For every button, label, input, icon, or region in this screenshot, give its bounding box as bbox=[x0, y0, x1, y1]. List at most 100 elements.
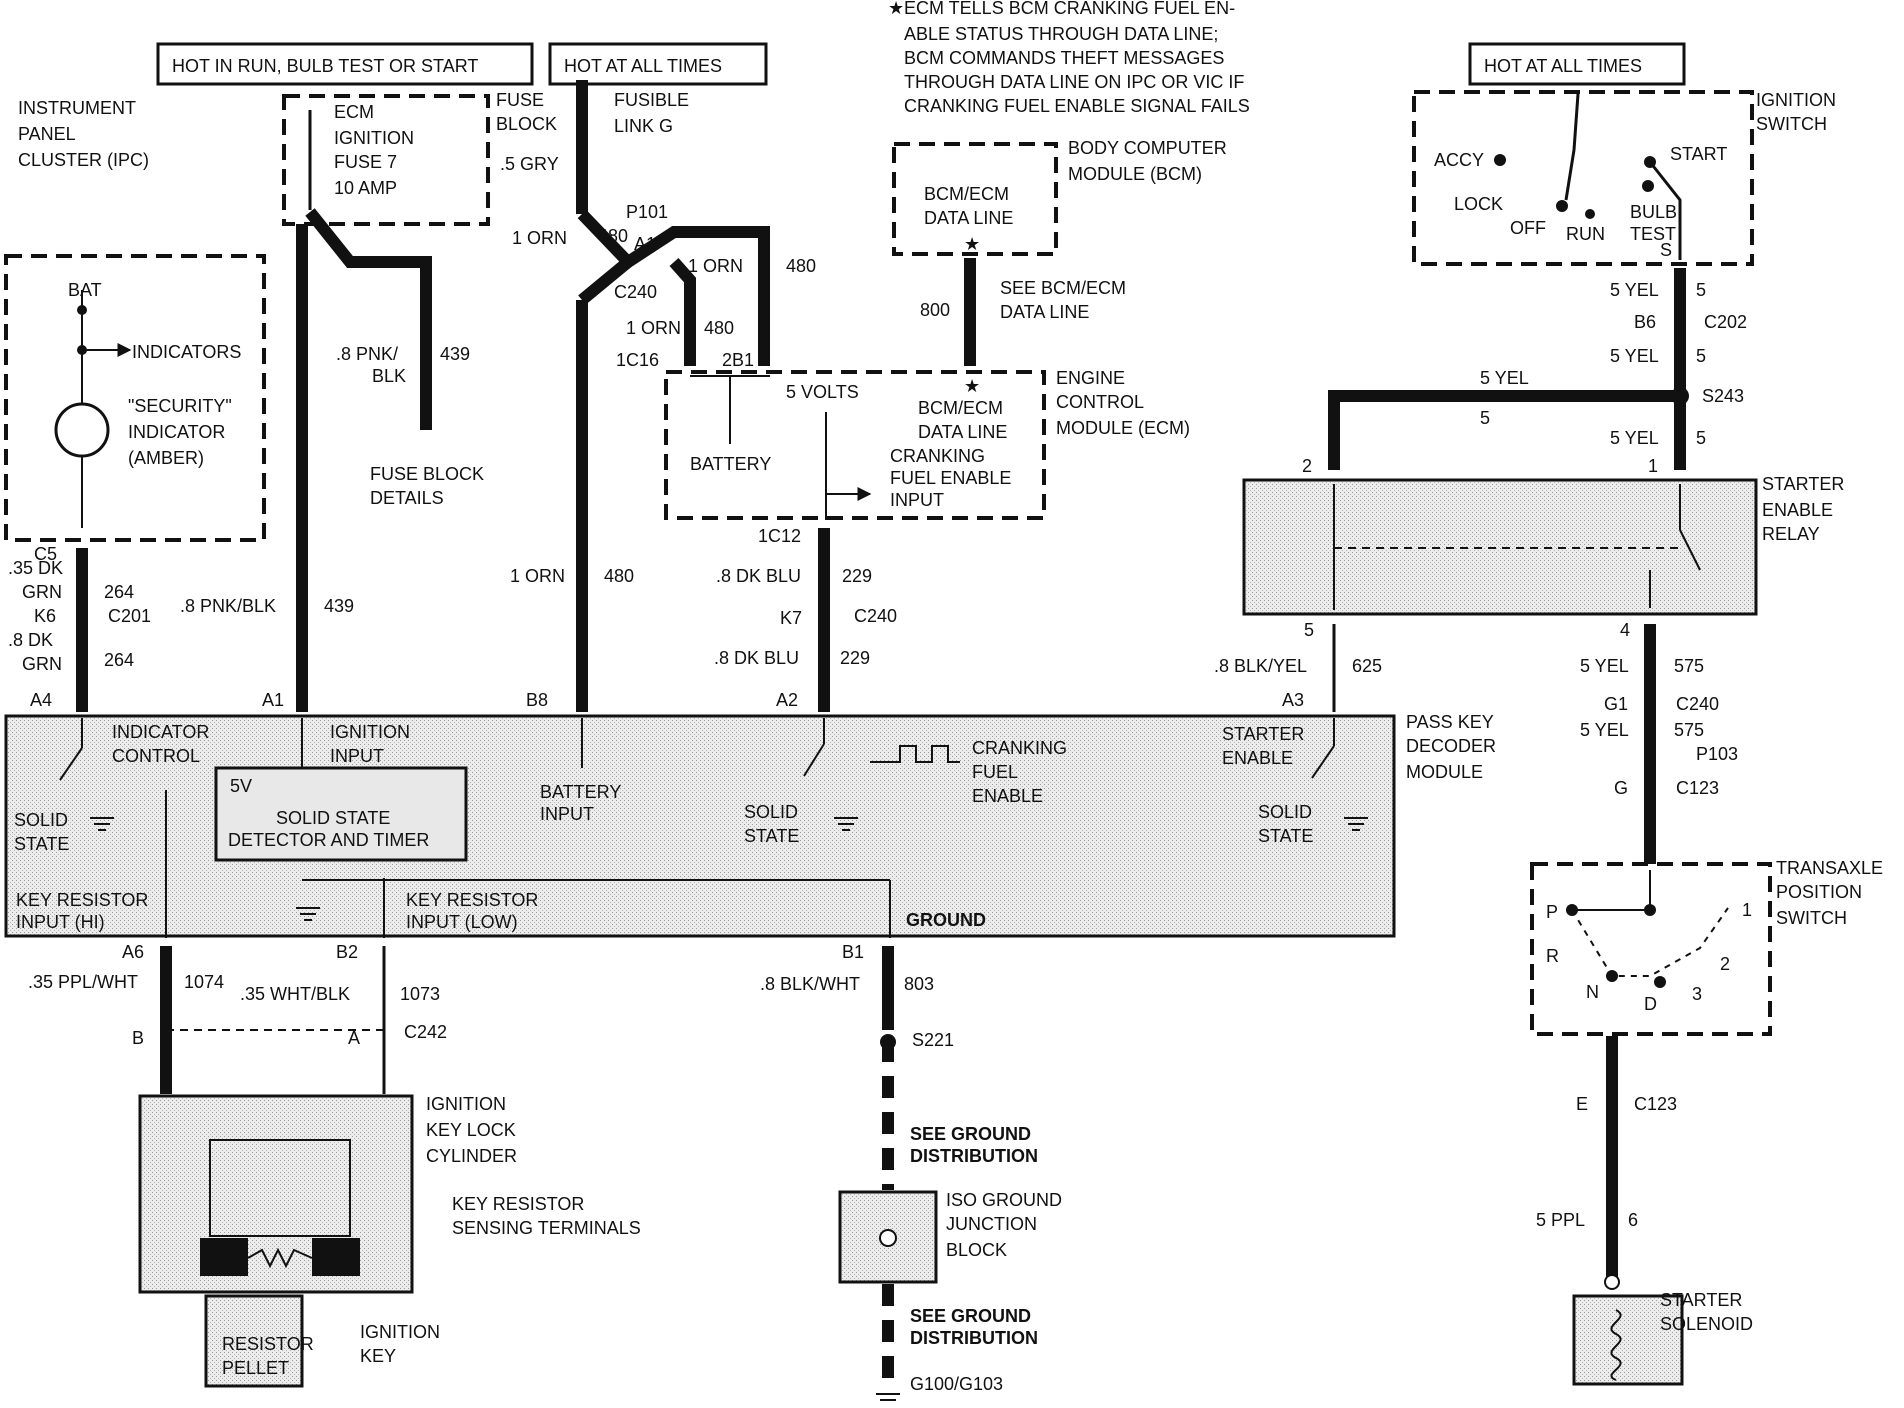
header-run: HOT IN RUN, BULB TEST OR START bbox=[172, 56, 478, 76]
ign-5a: 5 bbox=[1696, 280, 1706, 300]
bottom-seeg1-2: DISTRIBUTION bbox=[910, 1146, 1038, 1166]
relay-g: G bbox=[1614, 778, 1628, 798]
ecm-box bbox=[664, 370, 1046, 520]
pkm-crank-2: FUEL bbox=[972, 762, 1018, 782]
fusible-480b: 480 bbox=[786, 256, 816, 276]
fusible-label-2: LINK G bbox=[614, 116, 673, 136]
relay-p2: 2 bbox=[1302, 456, 1312, 476]
ign-b6: B6 bbox=[1634, 312, 1656, 332]
bottom-sensing-2: SENSING TERMINALS bbox=[452, 1218, 641, 1238]
bcm-box bbox=[892, 142, 1058, 256]
ipc-title-2: PANEL bbox=[18, 124, 76, 144]
tps-title-1: TRANSAXLE bbox=[1776, 858, 1883, 878]
pkm-a4: A4 bbox=[30, 690, 52, 710]
ign-start: START bbox=[1670, 144, 1727, 164]
ipc-k6: K6 bbox=[34, 606, 56, 626]
relay-p5: 5 bbox=[1304, 620, 1314, 640]
fuse-label-1: ECM bbox=[334, 102, 374, 122]
pkm-title-3: MODULE bbox=[1406, 762, 1483, 782]
tps-title-2: POSITION bbox=[1776, 882, 1862, 902]
ign-yel4: 5 YEL bbox=[1610, 428, 1659, 448]
tps-1: 1 bbox=[1742, 900, 1752, 920]
pkm-starter-1: STARTER bbox=[1222, 724, 1304, 744]
tps-6: 6 bbox=[1628, 1210, 1638, 1230]
pkm-detector-2: DETECTOR AND TIMER bbox=[228, 830, 429, 850]
fuse-details-1: FUSE BLOCK bbox=[370, 464, 484, 484]
tps-p: P bbox=[1546, 902, 1558, 922]
ecm-line-2: DATA LINE bbox=[918, 422, 1007, 442]
ecm-5volts: 5 VOLTS bbox=[786, 382, 859, 402]
note-line-5: CRANKING FUEL ENABLE SIGNAL FAILS bbox=[904, 96, 1250, 116]
pkm-solid3-1: SOLID bbox=[1258, 802, 1312, 822]
ecm-cranking-2: FUEL ENABLE bbox=[890, 468, 1011, 488]
ipc-security-2: INDICATOR bbox=[128, 422, 225, 442]
fuse-label-3: FUSE 7 bbox=[334, 152, 397, 172]
ecm-blu: .8 DK BLU bbox=[716, 566, 801, 586]
wires bbox=[76, 80, 1686, 1380]
pkm-detector-1: SOLID STATE bbox=[276, 808, 390, 828]
ign-s243: S243 bbox=[1702, 386, 1744, 406]
ipc-wire2-a: .8 DK bbox=[8, 630, 53, 650]
ign-bulb-1: BULB bbox=[1630, 202, 1677, 222]
pass-key-module-box bbox=[4, 714, 1396, 938]
tps-d: D bbox=[1644, 994, 1657, 1014]
pkm-keyhi-2: INPUT (HI) bbox=[16, 912, 105, 932]
note-line-4: THROUGH DATA LINE ON IPC OR VIC IF bbox=[904, 72, 1244, 92]
ign-accy: ACCY bbox=[1434, 150, 1484, 170]
pkm-ind-2: CONTROL bbox=[112, 746, 200, 766]
bottom-seeg1-1: SEE GROUND bbox=[910, 1124, 1031, 1144]
header-all1-box bbox=[548, 42, 768, 86]
header-all1: HOT AT ALL TIMES bbox=[564, 56, 722, 76]
fuse-label-4: 10 AMP bbox=[334, 178, 397, 198]
fusible-480c: 480 bbox=[704, 318, 734, 338]
bottom-803: 803 bbox=[904, 974, 934, 994]
ign-lock: LOCK bbox=[1454, 194, 1503, 214]
header-all2: HOT AT ALL TIMES bbox=[1484, 56, 1642, 76]
ecm-c240: C240 bbox=[854, 606, 897, 626]
tps-title-3: SWITCH bbox=[1776, 908, 1847, 928]
bcm-line-2: DATA LINE bbox=[924, 208, 1013, 228]
internal-details bbox=[54, 93, 1729, 1388]
ign-5b: 5 bbox=[1696, 346, 1706, 366]
pkm-a1: A1 bbox=[262, 690, 284, 710]
relay-g1: G1 bbox=[1604, 694, 1628, 714]
relay-blk: .8 BLK/YEL bbox=[1214, 656, 1307, 676]
bottom-b1: B1 bbox=[842, 942, 864, 962]
bottom-cyl-2: KEY LOCK bbox=[426, 1120, 516, 1140]
tps-c123: C123 bbox=[1634, 1094, 1677, 1114]
tps-box bbox=[1530, 862, 1772, 1036]
bottom-seeg2-1: SEE GROUND bbox=[910, 1306, 1031, 1326]
fusible-p101: P101 bbox=[626, 202, 668, 222]
tps-e: E bbox=[1576, 1094, 1588, 1114]
header-run-box bbox=[156, 42, 534, 86]
bottom-1074: 1074 bbox=[184, 972, 224, 992]
pkm-batin-1: BATTERY bbox=[540, 782, 621, 802]
relay-yel: 5 YEL bbox=[1580, 656, 1629, 676]
ign-yel2: 5 YEL bbox=[1610, 346, 1659, 366]
ground-symbols bbox=[90, 817, 1368, 1401]
relay-c123: C123 bbox=[1676, 778, 1719, 798]
relay-625: 625 bbox=[1352, 656, 1382, 676]
bottom-iso-3: BLOCK bbox=[946, 1240, 1007, 1260]
starter-solenoid-box bbox=[1572, 1294, 1684, 1386]
fusible-orn: 1 ORN bbox=[512, 228, 567, 248]
pkm-keylow-2: INPUT (LOW) bbox=[406, 912, 518, 932]
pkm-solid3-2: STATE bbox=[1258, 826, 1313, 846]
ipc-title-1: INSTRUMENT bbox=[18, 98, 136, 118]
bottom-iso-2: JUNCTION bbox=[946, 1214, 1037, 1234]
fusible-orn2: 1 ORN bbox=[688, 256, 743, 276]
fuse-label-2: IGNITION bbox=[334, 128, 414, 148]
relay-title-3: RELAY bbox=[1762, 524, 1820, 544]
relay-title-1: STARTER bbox=[1762, 474, 1844, 494]
ipc-box bbox=[4, 254, 266, 542]
ign-off: OFF bbox=[1510, 218, 1546, 238]
bottom-pellet-1: RESISTOR bbox=[222, 1334, 314, 1354]
bottom-b2: B2 bbox=[336, 942, 358, 962]
ipc-264b: 264 bbox=[104, 650, 134, 670]
key-cylinder-box bbox=[138, 1094, 414, 1294]
fuse-block-1: FUSE bbox=[496, 90, 544, 110]
ipc-c5: C5 bbox=[34, 544, 57, 564]
ipc-indicators: INDICATORS bbox=[132, 342, 241, 362]
tps-ppl: 5 PPL bbox=[1536, 1210, 1585, 1230]
bottom-iso-1: ISO GROUND bbox=[946, 1190, 1062, 1210]
